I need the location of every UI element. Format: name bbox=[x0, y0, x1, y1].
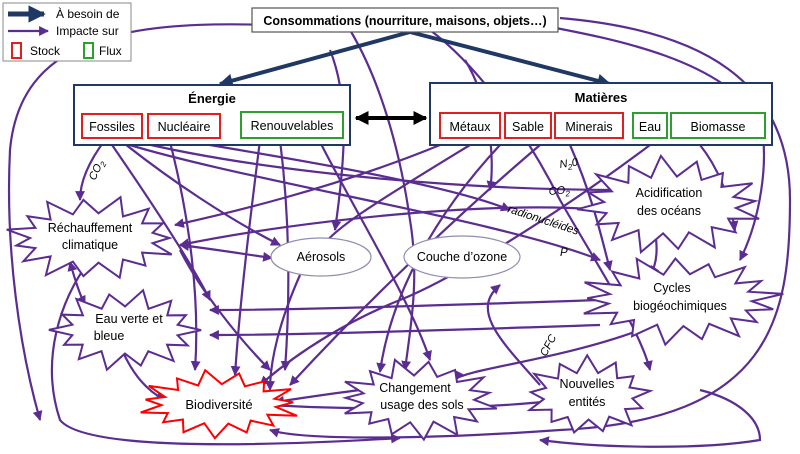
cycles-node bbox=[583, 256, 784, 347]
legend: À besoin de Impacte sur Stock Flux bbox=[2, 2, 132, 62]
energy-title: Énergie bbox=[188, 91, 236, 106]
impact-arrow bbox=[109, 141, 211, 301]
biodiversity-label: Biodiversité bbox=[185, 397, 252, 412]
impact-arrow bbox=[179, 241, 273, 262]
water-impact-label-1: Eau verte et bbox=[95, 312, 163, 326]
biomass-box bbox=[670, 112, 766, 139]
n2o-annotation: N20 bbox=[559, 156, 580, 173]
consumption-label: Consommations (nourriture, maisons, obje… bbox=[263, 14, 546, 28]
water-impact-label-2: bleue bbox=[94, 329, 125, 343]
impact-arrows bbox=[7, 16, 792, 448]
acidification-label-1: Acidification bbox=[636, 186, 703, 200]
acidification-label-2: des océans bbox=[637, 204, 701, 218]
impact-arrow bbox=[269, 16, 792, 439]
minerals-label: Minerais bbox=[565, 120, 612, 134]
landuse-label-2: usage des sols bbox=[380, 398, 463, 412]
legend-flux-swatch bbox=[83, 42, 94, 59]
cycles-label-2: biogéochimiques bbox=[633, 299, 727, 313]
energy-group: Énergie Fossiles Nucléaire Renouvelables bbox=[73, 84, 351, 146]
legend-needs-label: À besoin de bbox=[56, 6, 120, 21]
landuse-node bbox=[341, 358, 498, 442]
aerosols-label: Aérosols bbox=[297, 250, 346, 264]
p-annotation: P bbox=[560, 247, 568, 259]
warming-label-1: Réchauffement bbox=[48, 221, 133, 235]
impact-arrow bbox=[209, 298, 601, 315]
entities-label-1: Nouvelles bbox=[560, 377, 615, 391]
materials-title: Matières bbox=[575, 90, 628, 105]
sand-box bbox=[504, 112, 552, 139]
impact-nodes bbox=[6, 153, 784, 442]
impact-arrow bbox=[699, 144, 739, 231]
legend-stock-label: Stock bbox=[30, 44, 61, 58]
landuse-label-1: Changement bbox=[379, 381, 451, 395]
impact-arrow bbox=[289, 144, 541, 386]
legend-impacts-label: Impacte sur bbox=[56, 24, 119, 38]
impact-arrow bbox=[179, 206, 601, 249]
impact-labels: Réchauffement climatique Aérosols Couche… bbox=[48, 186, 727, 412]
nuclear-box bbox=[147, 113, 221, 139]
acidification-node bbox=[576, 153, 760, 255]
ozone-label: Couche d’ozone bbox=[417, 250, 507, 264]
co2-right-annotation: CO2 bbox=[548, 184, 571, 200]
fossils-box bbox=[81, 113, 143, 139]
nuclear-label: Nucléaire bbox=[158, 120, 211, 134]
consumption-box bbox=[251, 7, 559, 33]
water-impact-node bbox=[48, 288, 202, 372]
water-label: Eau bbox=[639, 120, 661, 134]
metals-label: Métaux bbox=[450, 120, 492, 134]
impact-arrow bbox=[259, 144, 651, 386]
biomass-label: Biomasse bbox=[691, 120, 746, 134]
renewables-box bbox=[240, 111, 344, 139]
impact-arrow bbox=[349, 29, 416, 371]
needs-arrow-energy bbox=[218, 30, 411, 88]
metals-box bbox=[439, 112, 501, 139]
minerals-box bbox=[554, 112, 624, 139]
impact-arrow bbox=[50, 259, 401, 446]
legend-stock-swatch bbox=[11, 42, 22, 59]
entities-label-2: entités bbox=[569, 395, 606, 409]
impact-arrow bbox=[539, 388, 762, 448]
renewables-label: Renouvelables bbox=[251, 119, 334, 133]
warming-label-2: climatique bbox=[62, 238, 118, 252]
consumption-node: Consommations (nourriture, maisons, obje… bbox=[251, 7, 559, 33]
entities-node bbox=[526, 353, 654, 435]
fossils-label: Fossiles bbox=[89, 120, 135, 134]
impact-arrow bbox=[319, 141, 432, 361]
impact-arrow bbox=[486, 284, 541, 386]
sand-label: Sable bbox=[512, 120, 544, 134]
impact-arrow bbox=[265, 274, 302, 391]
warming-node bbox=[6, 195, 173, 280]
impact-arrow bbox=[119, 140, 601, 262]
impact-arrow bbox=[174, 143, 441, 228]
water-box bbox=[632, 112, 668, 139]
biodiversity-node bbox=[140, 368, 298, 440]
materials-group: Matières Métaux Sable Minerais Eau Bioma… bbox=[429, 82, 773, 146]
needs-arrows bbox=[218, 30, 612, 88]
ozone-node bbox=[403, 235, 521, 279]
aerosols-node bbox=[270, 237, 372, 277]
impact-arrow bbox=[209, 323, 601, 340]
cycles-label-1: Cycles bbox=[653, 281, 691, 295]
needs-arrow-materials bbox=[409, 30, 612, 88]
impact-arrow bbox=[7, 23, 271, 421]
impact-arrow bbox=[119, 139, 281, 246]
impact-arrow bbox=[179, 249, 271, 371]
legend-flux-label: Flux bbox=[99, 44, 122, 58]
